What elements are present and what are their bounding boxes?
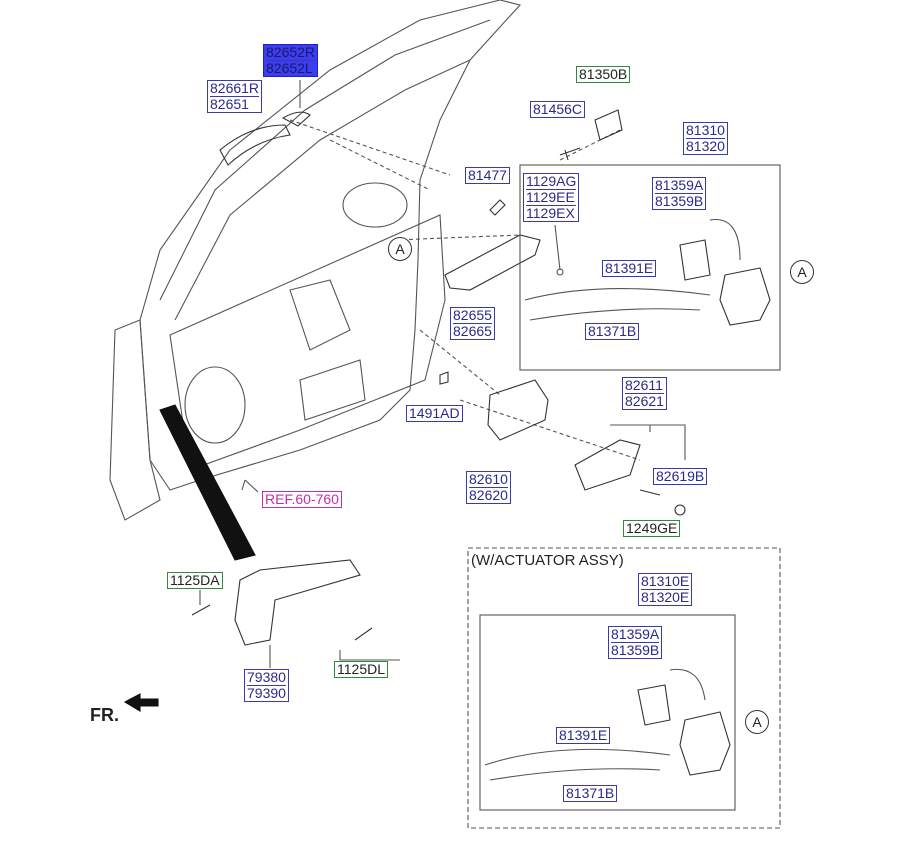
door-latch: [719, 267, 771, 326]
label-81371b-actuator: 81371B: [563, 785, 618, 802]
lock-box: [519, 164, 781, 371]
bolt-81456: [559, 147, 581, 161]
clip-1491ad: [439, 371, 449, 385]
bolt-81477: [489, 199, 506, 216]
inside-handle-lead: [610, 424, 686, 460]
striker-bracket: [594, 109, 623, 141]
door-window-edge: [159, 19, 491, 301]
callout-a-door: A: [388, 237, 412, 261]
bolt-1125dl: [354, 627, 373, 641]
fr-arrow: [123, 693, 159, 712]
door-frame-outline: [139, 0, 522, 491]
door-check: [234, 559, 361, 646]
label-81350b: 81350B: [576, 66, 631, 83]
actuator-inner-box: [479, 614, 736, 811]
handle-recess: [342, 182, 408, 228]
door-inner-structure: [289, 279, 366, 421]
actuator-rods: [484, 668, 706, 781]
inside-handle-bracket: [487, 379, 549, 441]
leader-lines: [289, 119, 641, 461]
bolt-1125da: [191, 604, 211, 616]
label-81391e-actuator: 81391E: [556, 727, 611, 744]
screw-1249ge: [639, 489, 686, 516]
latch-actuator: [679, 239, 711, 281]
speaker-opening: [184, 366, 246, 444]
outside-handle: [219, 124, 291, 166]
inside-handle: [574, 439, 641, 491]
callout-a-actuator: A: [745, 710, 769, 734]
handle-cap: [281, 111, 311, 127]
actuator-latch: [679, 711, 731, 776]
check-leaders: [199, 590, 400, 668]
label-81391e: 81391E: [602, 260, 657, 277]
actuator-section-box: [467, 547, 781, 829]
door-inner-edge: [174, 59, 471, 321]
actuator-motor: [637, 684, 671, 726]
callout-a-lock: A: [790, 260, 814, 284]
label-82619b: 82619B: [653, 468, 708, 485]
label-1491ad: 1491AD: [406, 405, 463, 422]
wiring-strap: [159, 404, 256, 561]
label-1125dl: 1125DL: [334, 661, 389, 678]
label-81456c: 81456C: [530, 101, 586, 118]
label-81477: 81477: [465, 167, 510, 184]
label-ref-60-760: REF.60-760: [262, 491, 342, 508]
label-1249ge: 1249GE: [623, 520, 681, 537]
label-1125da: 1125DA: [167, 572, 223, 589]
front-direction-label: FR.: [90, 705, 119, 725]
ref-arrow: [241, 479, 259, 493]
latch-rods: [524, 218, 741, 321]
label-81371b: 81371B: [585, 323, 640, 340]
actuator-section-title: (W/ACTUATOR ASSY): [471, 552, 624, 569]
handle-bracket: [444, 234, 541, 291]
door-hinge-side: [109, 319, 161, 521]
